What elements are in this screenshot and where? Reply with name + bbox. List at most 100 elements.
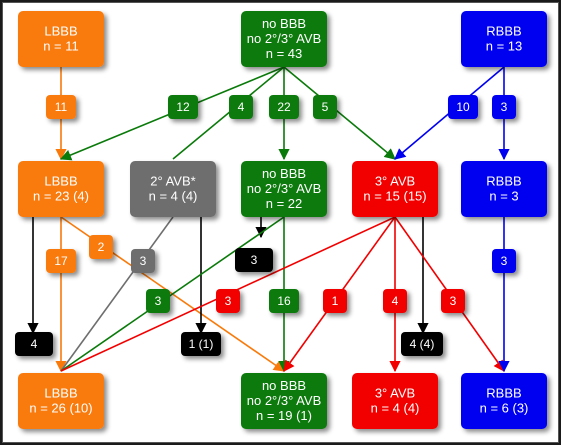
edge-label: 3: [450, 294, 457, 308]
edge-label: 3: [251, 253, 258, 267]
edge-label: 3: [501, 100, 508, 114]
node-label-line: n = 13: [486, 39, 523, 54]
node-label-line: no BBB: [262, 378, 306, 393]
node-label-line: 3° AVB: [375, 174, 415, 189]
edge-badge-box: [131, 249, 155, 273]
edge-badge-box: [492, 249, 516, 273]
edge-label: 3: [225, 294, 232, 308]
edge-badge-avb2-mid-death: 1 (1): [181, 332, 221, 356]
edge-badge-box: [383, 289, 407, 313]
edge-badge-box: [46, 95, 76, 119]
node-label-line: n = 22: [266, 196, 303, 211]
edge-badge-box: [168, 95, 198, 119]
edge-badge-nobbb-mid-nobbb-bot: 16: [269, 289, 299, 313]
edge-badge-lbbb-mid-death: 4: [15, 332, 53, 356]
edge-badge-box: [441, 289, 465, 313]
edge-badge-rbbb-top-rbbb-mid: 3: [492, 95, 516, 119]
node-label-line: n = 3: [489, 189, 518, 204]
edge-label: 22: [277, 100, 291, 114]
edge-label: 1 (1): [189, 337, 214, 351]
node-label-line: n = 11: [43, 39, 79, 54]
edge-label: 17: [54, 254, 68, 268]
node-box: [461, 161, 547, 217]
edge-label: 3: [501, 254, 508, 268]
node-label-line: no 2°/3° AVB: [247, 31, 321, 46]
node-box: [241, 161, 327, 217]
node-box: [18, 373, 104, 429]
edge-badge-nobbb-mid-death: 3: [235, 248, 273, 272]
edge-badge-avb3-mid-lbbb-bot: 3: [216, 289, 240, 313]
edge-badge-avb3-mid-nobbb-bot: 1: [323, 289, 347, 313]
edge-badge-avb3-mid-death: 4 (4): [401, 332, 443, 356]
edge-badge-box: [181, 332, 221, 356]
node-box: [461, 11, 547, 67]
edge-badge-box: [216, 289, 240, 313]
edge-badge-box: [448, 95, 478, 119]
node-label-line: n = 4 (4): [149, 189, 198, 204]
edge-badge-box: [401, 332, 443, 356]
edge-badge-box: [146, 289, 170, 313]
node-label-line: n = 15 (15): [363, 189, 426, 204]
edge-label: 12: [176, 100, 190, 114]
node-label-line: RBBB: [486, 386, 521, 401]
edge-badge-nobbb-top-avb2-mid: 4: [229, 95, 253, 119]
edge-line-nobbb-top-avb3-mid: [283, 66, 396, 160]
node-box: [461, 373, 547, 429]
node-label-line: RBBB: [486, 24, 521, 39]
edge-label: 1: [332, 294, 339, 308]
edge-line-avb2-mid-lbbb-bot: [60, 216, 174, 372]
node-label-line: 3° AVB: [375, 386, 415, 401]
edge-badge-box: [313, 95, 337, 119]
edge-badge-box: [229, 95, 253, 119]
edge-label: 16: [277, 294, 291, 308]
edge-badge-box: [492, 95, 516, 119]
edge-badge-nobbb-mid-lbbb-bot: 3: [146, 289, 170, 313]
edge-badge-box: [89, 235, 113, 259]
node-label-line: LBBB: [44, 24, 77, 39]
node-label-line: n = 43: [266, 46, 303, 61]
edge-badge-rbbb-top-avb3-mid: 10: [448, 95, 478, 119]
edge-badge-nobbb-top-nobbb-mid: 22: [269, 95, 299, 119]
edge-line-nobbb-mid-lbbb-bot: [60, 216, 285, 372]
edge-label: 2: [98, 240, 105, 254]
edge-label: 3: [140, 254, 147, 268]
edge-badge-box: [269, 289, 299, 313]
edge-badge-rbbb-mid-rbbb-bot: 3: [492, 249, 516, 273]
node-box: [352, 161, 438, 217]
node-label-line: no BBB: [262, 166, 306, 181]
node-label-line: no 2°/3° AVB: [247, 393, 321, 408]
edge-label: 4: [238, 100, 245, 114]
edge-badge-box: [269, 95, 299, 119]
edge-badge-box: [323, 289, 347, 313]
edge-label: 11: [55, 100, 68, 114]
edge-badge-avb3-mid-avb3-bot: 4: [383, 289, 407, 313]
edge-badge-lbbb-top-lbbb-mid: 11: [46, 95, 76, 119]
edge-badge-avb3-mid-rbbb-bot: 3: [441, 289, 465, 313]
edge-badge-nobbb-top-lbbb-mid: 12: [168, 95, 198, 119]
node-label-line: no 2°/3° AVB: [247, 181, 321, 196]
node-label-line: n = 6 (3): [480, 401, 529, 416]
node-label-line: LBBB: [44, 174, 77, 189]
node-box: [241, 11, 327, 67]
edge-label: 4 (4): [410, 337, 435, 351]
edge-badge-box: [15, 332, 53, 356]
node-label-line: n = 26 (10): [29, 401, 92, 416]
edge-line-nobbb-top-avb2-mid: [172, 66, 285, 160]
node-label-line: LBBB: [44, 386, 77, 401]
edge-label: 10: [456, 100, 470, 114]
node-box: [352, 373, 438, 429]
edge-badge-box: [235, 248, 273, 272]
